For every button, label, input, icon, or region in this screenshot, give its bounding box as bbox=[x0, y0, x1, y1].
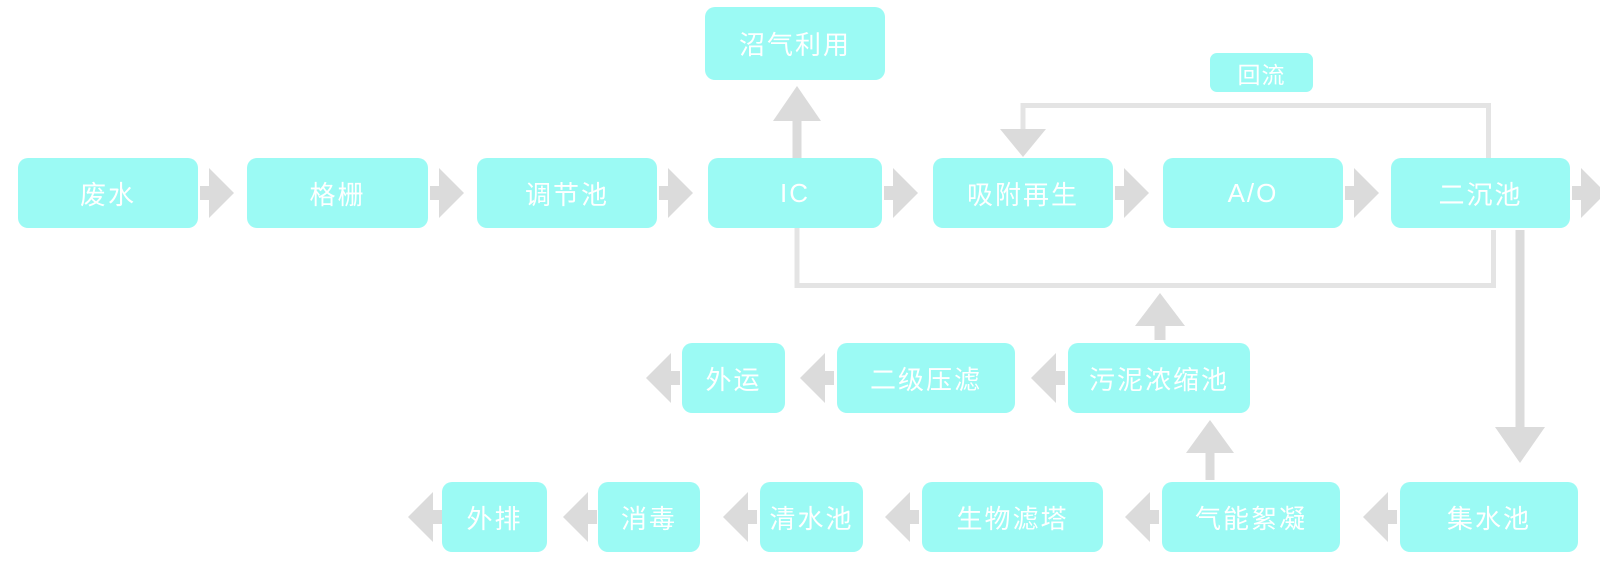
outflow-arrow-right-icon bbox=[1572, 168, 1600, 218]
node-sludge-thickening-tank: 污泥浓缩池 bbox=[1068, 343, 1250, 413]
node-regulating-tank: 调节池 bbox=[477, 158, 657, 228]
flow-arrow-right-icon bbox=[659, 168, 693, 218]
gas-flocculation-arrow-stem bbox=[1205, 449, 1215, 480]
flow-arrow-right-icon bbox=[200, 168, 234, 218]
node-biogas-utilization: 沼气利用 bbox=[705, 7, 885, 80]
collecting-tank-arrow-stem bbox=[1515, 230, 1525, 429]
node-disinfection: 消毒 bbox=[598, 482, 700, 552]
sludge-exit-arrow-left-icon bbox=[646, 353, 680, 403]
biogas-arrow-stem bbox=[792, 118, 802, 158]
node-gas-flocculation: 气能絮凝 bbox=[1162, 482, 1340, 552]
node-clean-water-tank: 清水池 bbox=[760, 482, 863, 552]
flow-arrow-left-icon bbox=[885, 492, 919, 542]
reflux-down-arrow-icon bbox=[1000, 129, 1046, 157]
reflux-line bbox=[1020, 103, 1491, 158]
node-secondary-filter-press: 二级压滤 bbox=[837, 343, 1015, 413]
node-outward-transport: 外运 bbox=[682, 343, 785, 413]
node-ao-process: A/O bbox=[1163, 158, 1343, 228]
flow-arrow-right-icon bbox=[884, 168, 918, 218]
sludge-up-arrow-stem bbox=[1154, 323, 1166, 340]
sludge-up-arrow-icon bbox=[1135, 293, 1185, 326]
node-biological-filter-tower: 生物滤塔 bbox=[922, 482, 1103, 552]
flow-arrow-right-icon bbox=[430, 168, 464, 218]
sludge-collection-line bbox=[794, 228, 1496, 288]
flow-arrow-left-icon bbox=[800, 353, 834, 403]
flow-arrow-left-icon bbox=[723, 492, 757, 542]
flow-arrow-left-icon bbox=[563, 492, 597, 542]
node-bar-screen: 格栅 bbox=[247, 158, 428, 228]
flow-arrow-left-icon bbox=[1363, 492, 1397, 542]
node-water-collecting-tank: 集水池 bbox=[1400, 482, 1578, 552]
node-ic-reactor: IC bbox=[708, 158, 882, 228]
flow-arrow-right-icon bbox=[1345, 168, 1379, 218]
node-outfall-discharge: 外排 bbox=[442, 482, 547, 552]
node-secondary-sedimentation-tank: 二沉池 bbox=[1391, 158, 1570, 228]
biogas-up-arrow-icon bbox=[773, 86, 821, 121]
flow-arrow-left-icon bbox=[1125, 492, 1159, 542]
discharge-exit-arrow-left-icon bbox=[408, 492, 442, 542]
node-adsorption-regeneration: 吸附再生 bbox=[933, 158, 1113, 228]
node-reflux-label: 回流 bbox=[1210, 53, 1313, 92]
flow-arrow-left-icon bbox=[1031, 353, 1065, 403]
flow-arrow-right-icon bbox=[1115, 168, 1149, 218]
collecting-tank-down-arrow-icon bbox=[1495, 427, 1545, 463]
node-wastewater: 废水 bbox=[18, 158, 198, 228]
gas-flocculation-up-arrow-icon bbox=[1186, 420, 1234, 453]
